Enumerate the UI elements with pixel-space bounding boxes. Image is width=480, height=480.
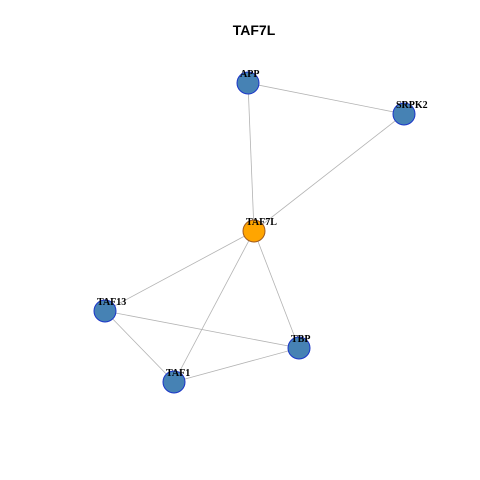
nodes-layer	[93, 71, 416, 394]
node-taf1[interactable]	[162, 370, 186, 394]
edge-taf7l-taf1	[173, 230, 255, 383]
edge-app-srpk2	[247, 82, 405, 115]
edge-taf1-tbp	[173, 347, 300, 383]
edge-taf7l-taf13	[104, 230, 255, 312]
edge-taf13-tbp	[104, 310, 300, 349]
edge-taf7l-tbp	[253, 230, 300, 349]
node-label-app: APP	[240, 69, 259, 80]
node-taf7l[interactable]	[242, 219, 266, 243]
edge-taf13-taf1	[104, 310, 175, 383]
edge-srpk2-taf7l	[253, 113, 405, 232]
node-label-srpk2: SRPK2	[396, 100, 428, 111]
edges-layer	[104, 82, 405, 383]
node-label-taf7l: TAF7L	[246, 217, 277, 228]
node-label-taf1: TAF1	[166, 368, 190, 379]
node-srpk2[interactable]	[392, 102, 416, 126]
node-taf13[interactable]	[93, 299, 117, 323]
edge-app-taf7l	[247, 82, 255, 232]
graph-title: TAF7L	[233, 22, 276, 38]
node-label-tbp: TBP	[291, 334, 310, 345]
node-tbp[interactable]	[287, 336, 311, 360]
node-app[interactable]	[236, 71, 260, 95]
node-label-taf13: TAF13	[97, 297, 126, 308]
